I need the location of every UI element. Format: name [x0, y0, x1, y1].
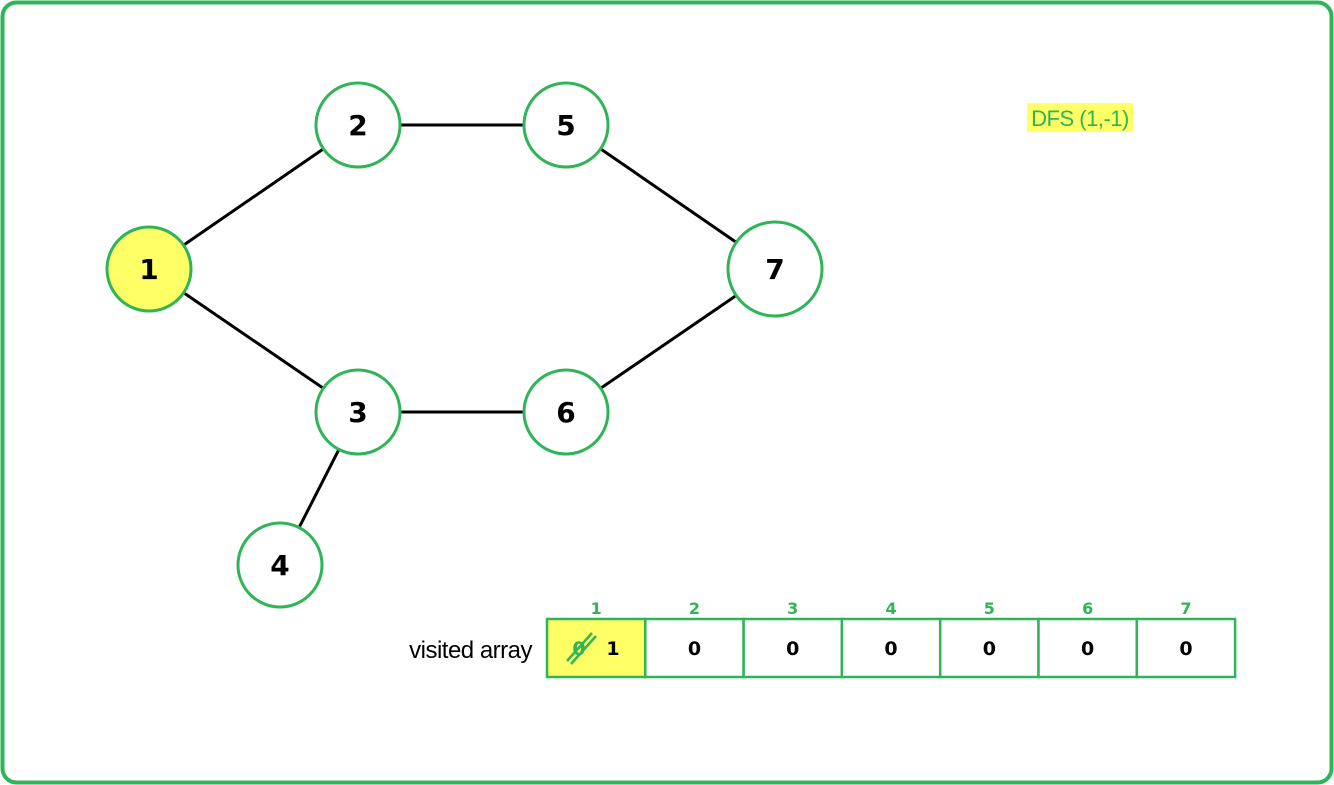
node-4: 4	[236, 521, 324, 609]
visited-array-caption: visited array	[409, 637, 532, 664]
edge-1-2	[182, 147, 325, 247]
node-label-3: 3	[348, 396, 367, 429]
array-cell-4: 0	[840, 617, 942, 679]
node-label-7: 7	[765, 253, 784, 286]
nodes: 1 2 3 4 5 6 7	[105, 81, 824, 609]
array-cell-value-5: 0	[983, 638, 996, 660]
edge-3-4	[297, 448, 341, 529]
node-6: 6	[522, 368, 610, 456]
array-index-3: 3	[787, 599, 798, 618]
node-label-6: 6	[556, 396, 575, 429]
dfs-call-label: DFS (1,-1)	[1027, 103, 1133, 132]
array-index-2: 2	[689, 599, 700, 618]
array-cell-value-7: 0	[1179, 638, 1192, 660]
node-circle-2	[314, 81, 402, 169]
edge-5-7	[599, 147, 738, 244]
array-index-1: 1	[591, 599, 602, 618]
array-index-7: 7	[1180, 599, 1191, 618]
array-index-4: 4	[885, 599, 896, 618]
node-circle-7	[726, 220, 824, 318]
array-cell-value-6: 0	[1081, 638, 1094, 660]
node-circle-4	[236, 521, 324, 609]
array-cell-3: 0	[742, 617, 844, 679]
node-circle-6	[522, 368, 610, 456]
visited-array-indices: 1 2 3 4 5 6 7	[591, 599, 1192, 618]
array-cell-2: 0	[644, 617, 745, 679]
node-7: 7	[726, 220, 824, 318]
array-cell-value-3: 0	[786, 638, 799, 660]
node-1: 1	[105, 225, 193, 313]
array-cell-box-7	[1135, 617, 1237, 679]
dfs-call-highlight	[1027, 103, 1133, 132]
node-circle-1	[105, 225, 193, 313]
strike-mark-1-1	[566, 632, 593, 662]
node-circle-3	[314, 368, 402, 456]
node-label-4: 4	[270, 549, 289, 582]
array-cell-box-3	[742, 617, 844, 679]
node-circle-5	[522, 81, 610, 169]
edge-6-7	[599, 294, 738, 390]
strike-mark-2-1	[570, 635, 597, 665]
array-cell-box-2	[644, 617, 745, 679]
node-5: 5	[522, 81, 610, 169]
edges	[182, 123, 738, 529]
array-cell-7: 0	[1135, 617, 1237, 679]
array-cell-value-2: 0	[688, 638, 701, 660]
node-label-1: 1	[139, 253, 158, 286]
node-3: 3	[314, 368, 402, 456]
node-label-5: 5	[556, 109, 575, 142]
dfs-call-text: DFS (1,-1)	[1031, 106, 1129, 131]
node-2: 2	[314, 81, 402, 169]
array-cell-5: 0	[938, 617, 1040, 679]
array-cell-value-4: 0	[884, 638, 897, 660]
array-cell-value-1: 1	[606, 638, 619, 660]
array-index-5: 5	[984, 599, 995, 618]
array-index-6: 6	[1082, 599, 1093, 618]
array-cell-1: 01	[545, 617, 647, 679]
visited-array: 01 0 0 0 0 0 0	[545, 617, 1237, 679]
node-label-2: 2	[348, 109, 367, 142]
array-cell-box-1	[545, 617, 647, 679]
edge-1-3	[182, 291, 325, 390]
array-cell-6: 0	[1037, 617, 1139, 679]
